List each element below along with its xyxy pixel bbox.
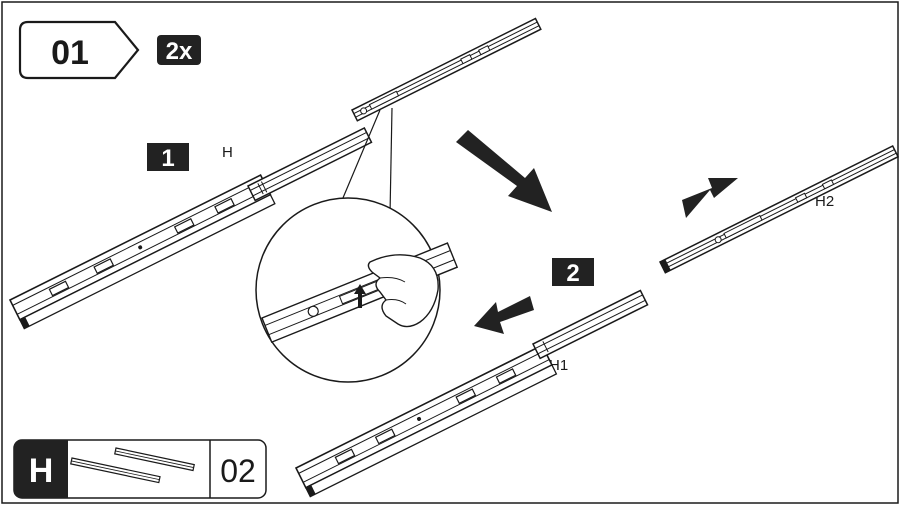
substep-2-text: 2	[566, 260, 579, 287]
substep-1-text: 1	[161, 145, 174, 172]
quantity-text: 2x	[166, 38, 193, 65]
substep-2-badge: 2	[552, 258, 594, 287]
rail-label-h2: H2	[815, 193, 834, 210]
parts-legend: H 02	[13, 439, 267, 499]
up-arrow-icon	[354, 284, 366, 308]
step-badge: 01	[18, 20, 140, 80]
step-arrow-badge-icon	[18, 20, 140, 80]
legend-part-count: 02	[220, 453, 256, 489]
hand-icon	[367, 254, 439, 328]
magnifier-circle-icon	[255, 107, 459, 383]
quantity-badge: 2x	[157, 35, 201, 65]
rail-label-h: H	[222, 144, 233, 161]
legend-part-letter: H	[29, 452, 54, 490]
direction-arrow-up-icon	[682, 178, 738, 218]
step-number: 01	[51, 34, 89, 72]
legend-rail-drawing	[70, 457, 161, 484]
rail-assembled	[8, 17, 542, 330]
direction-arrow-left-icon	[474, 296, 534, 334]
rail-h1	[294, 289, 649, 498]
rail-h2	[658, 144, 900, 274]
substep-1-badge: 1	[147, 143, 189, 172]
direction-arrow-down-icon	[456, 130, 552, 212]
